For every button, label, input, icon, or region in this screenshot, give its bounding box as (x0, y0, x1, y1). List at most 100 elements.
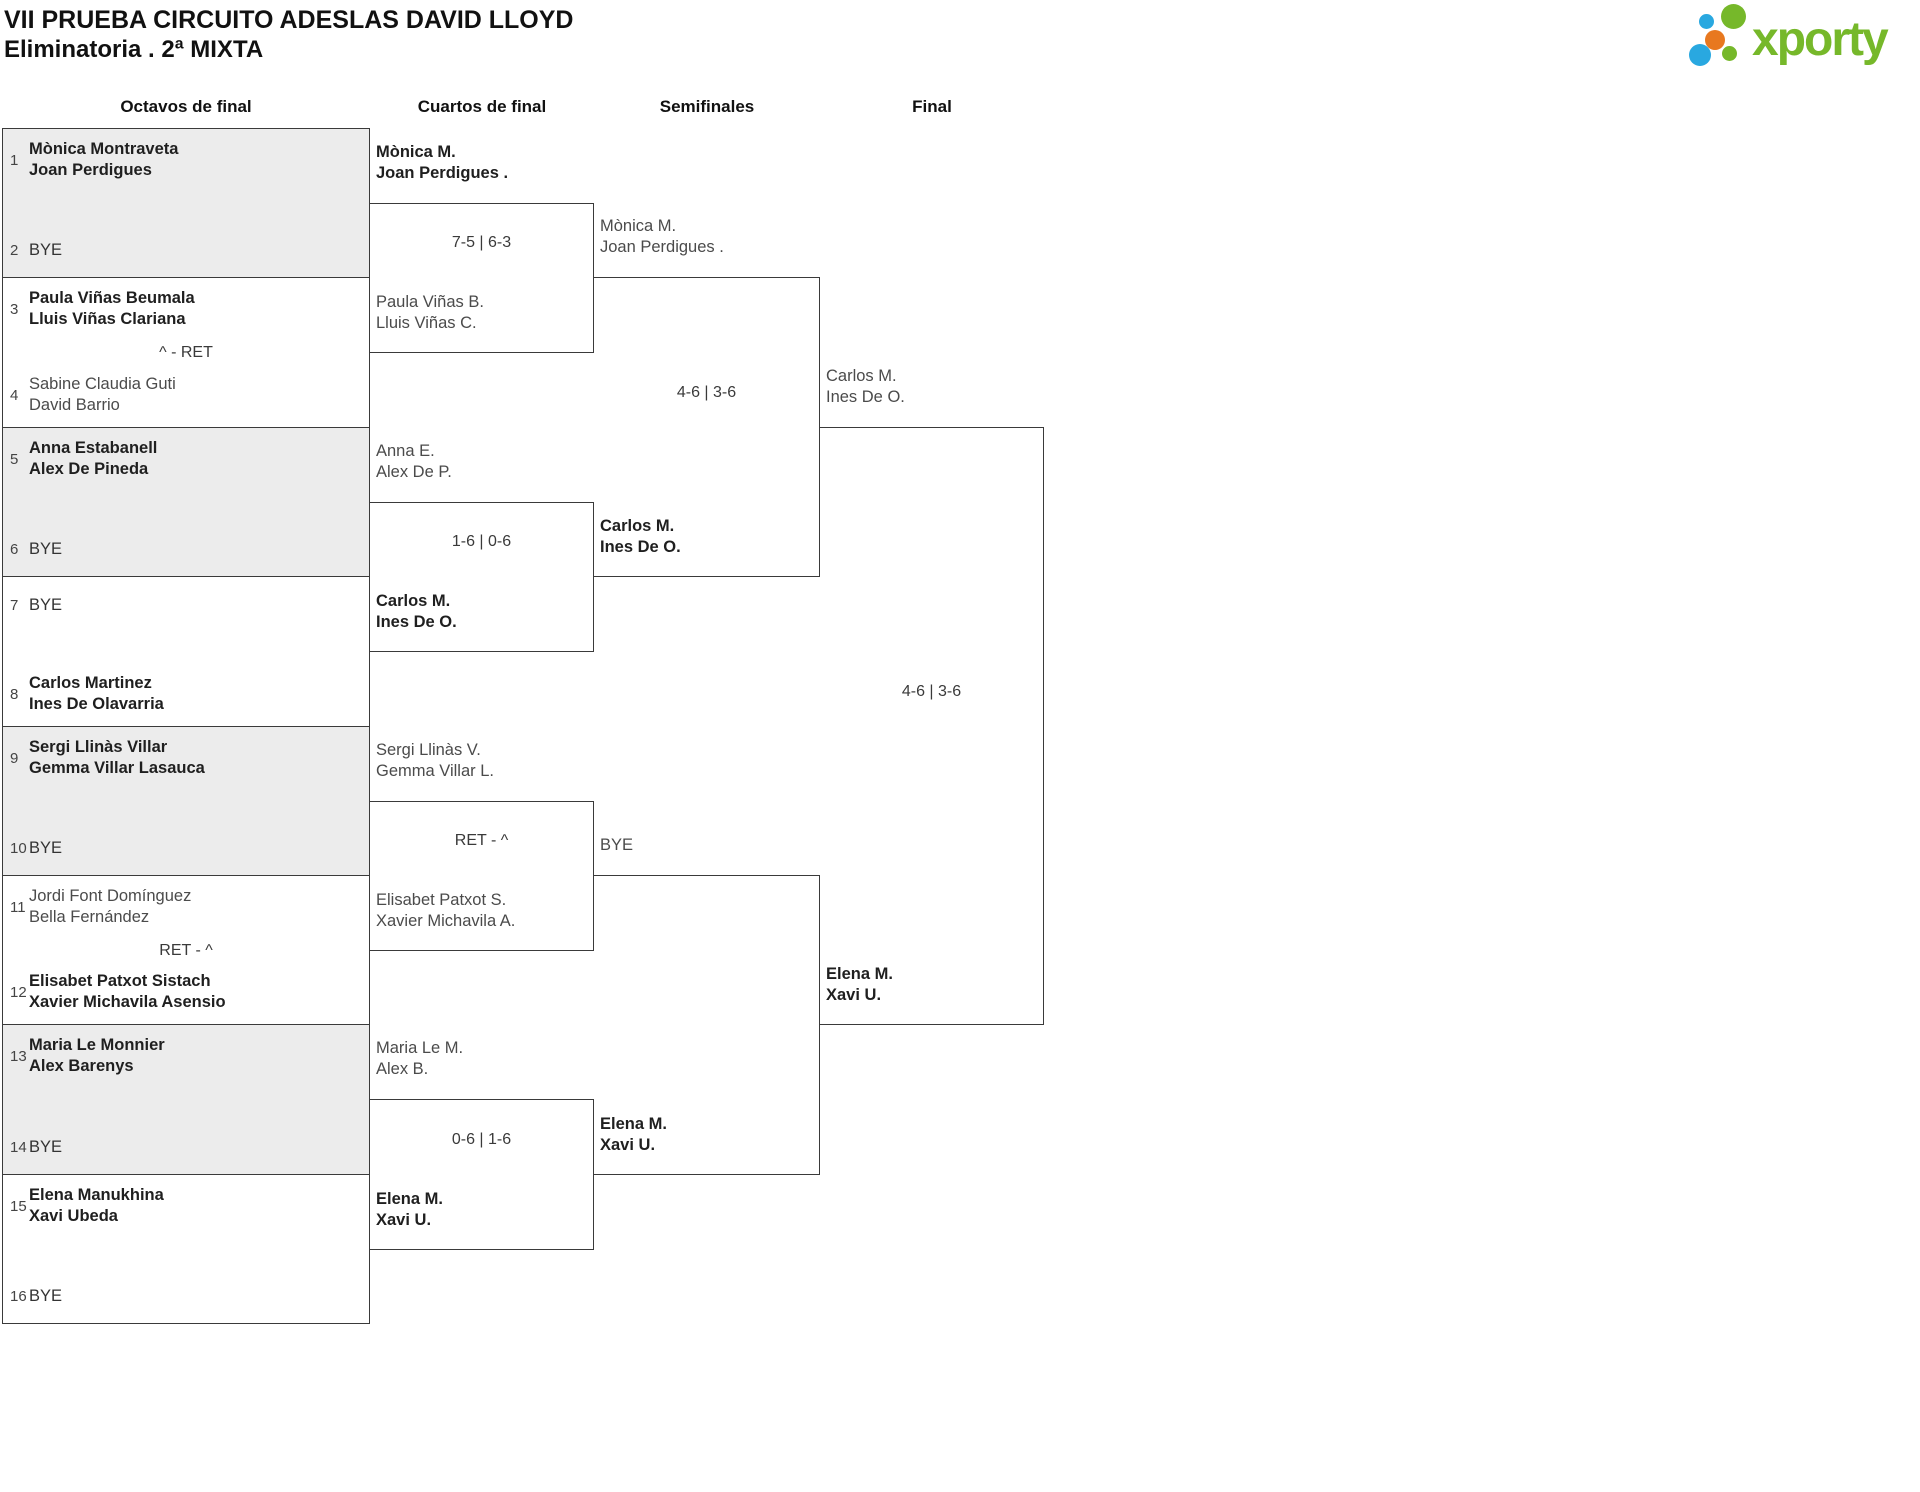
logo-dot-blue-big-icon (1689, 44, 1711, 66)
team-name-line: Carlos M. (376, 592, 451, 610)
match-score: 1-6 | 0-6 (451, 533, 512, 551)
team-name-line: Maria Le Monnier (29, 1036, 165, 1054)
team-name-line: Carlos M. (826, 366, 897, 385)
team-name-line: Alex De P. (376, 462, 452, 481)
semifinal-match-2: BYE Elena M. Xavi U. (594, 836, 820, 1175)
match-score: 4-6 | 3-6 (901, 682, 962, 700)
page-title: VII PRUEBA CIRCUITO ADESLAS DAVID LLOYD … (4, 5, 573, 64)
seed-number: 8 (10, 685, 19, 703)
advancing-team-bottom: Carlos M.Ines De O. (376, 591, 457, 633)
advancing-team-bottom: Elena M. Xavi U. (600, 1114, 667, 1156)
team-name-line: Elena M. (376, 1189, 443, 1208)
team-name-line: BYE (29, 839, 63, 857)
team-name-line: BYE (29, 596, 63, 614)
advancing-team-bottom: Paula Viñas B. Lluis Viñas C. (376, 292, 484, 334)
bracket-subtitle: Eliminatoria . 2ª MIXTA (4, 36, 264, 63)
team-name-line: Alex De Pineda (29, 460, 149, 478)
match-score: ^ - RET (159, 344, 213, 361)
team-name-line: Maria Le M. (376, 1039, 464, 1057)
team-name-line: Carlos M. (600, 517, 675, 536)
team-name-line: Jordi Font Domínguez (29, 887, 192, 905)
advancing-team-bottom: Elena M.Xavi U. (826, 964, 893, 1006)
team-name-line: Paula Viñas B. (376, 293, 484, 311)
round-header-3: Semifinales (659, 97, 755, 116)
team-name-line: Elisabet Patxot S. (376, 890, 507, 909)
seed-number: 12 (10, 983, 27, 1001)
seed-number: 13 (10, 1047, 27, 1065)
team-name-line: Elena M. (600, 1114, 667, 1133)
match-score: 0-6 | 1-6 (451, 1130, 512, 1148)
advancing-team-bottom: Elisabet Patxot S. Xavier Michavila A. (376, 890, 515, 932)
round-header-2: Cuartos de final (417, 97, 547, 116)
team-name-line: Xavier Michavila A. (376, 911, 516, 930)
team-name-line: Gemma Villar L. (376, 761, 494, 780)
logo-dot-green-small-icon (1722, 46, 1737, 61)
team-name-line: Anna Estabanell (29, 439, 158, 457)
team-name-line: Joan Perdigues . (376, 163, 509, 182)
advancing-team-top: Mònica M.Joan Perdigues . (376, 142, 508, 184)
team-name-line: Xavi U. (600, 1135, 656, 1154)
advancing-team-top: Anna E. Alex De P. (376, 441, 452, 483)
team-name-line: BYE (600, 836, 634, 854)
team-name-line: Mònica Montraveta (29, 140, 179, 158)
team-name-line: Ines De O. (826, 387, 905, 406)
seed-number: 15 (10, 1197, 27, 1215)
team-name-line: BYE (29, 241, 63, 259)
team-name-line: Ines De O. (600, 538, 681, 557)
team-name-line: Xavi U. (826, 986, 882, 1005)
team-name-line: Mònica M. (600, 217, 677, 236)
logo-dot-blue-small-icon (1699, 14, 1714, 29)
team-name-line: Carlos Martinez (29, 674, 152, 692)
team-name-line: Xavier Michavila Asensio (29, 993, 226, 1011)
team-name-line: Sergi Llinàs Villar (29, 738, 168, 756)
advancing-team-top: Carlos M. Ines De O. (826, 366, 905, 408)
team-name-line: Bella Fernández (29, 908, 150, 926)
seed-number: 5 (10, 450, 19, 468)
round-header-4: Final (912, 97, 952, 116)
team-name-line: Anna E. (376, 441, 435, 460)
match-score: 4-6 | 3-6 (676, 383, 737, 401)
xporty-logo: xporty (1686, 4, 1916, 76)
team-name-line: Lluis Viñas C. (376, 314, 477, 332)
team-name-line: Paula Viñas Beumala (29, 289, 195, 307)
match-score: RET - ^ (454, 832, 509, 849)
team-name-line: Lluis Viñas Clariana (29, 310, 186, 328)
seed-number: 1 (10, 151, 19, 169)
seed-number: 2 (10, 242, 19, 259)
team-name-line: Xavi U. (376, 1210, 432, 1229)
team-name-line: Sabine Claudia Guti (29, 375, 176, 393)
advancing-team-bottom: Elena M. Xavi U. (376, 1189, 443, 1231)
final-match-1: Carlos M. Ines De O. Elena M.Xavi U. 4-6 | … (820, 367, 1044, 1026)
team-name-line: David Barrio (29, 396, 120, 414)
cuartos-match-2: Anna E. Alex De P. Carlos M.Ines De O. 1-6 … (370, 442, 594, 652)
team-name-line: BYE (29, 1287, 63, 1305)
logo-dots (1686, 4, 1750, 70)
team-name-line: Xavi Ubeda (29, 1207, 118, 1225)
tournament-name: VII PRUEBA CIRCUITO ADESLAS DAVID LLOYD (4, 6, 574, 34)
seed-number: 10 (10, 840, 27, 857)
seed-number: 9 (10, 749, 19, 767)
seed-number: 16 (10, 1288, 27, 1305)
team-name-line: Alex Barenys (29, 1057, 134, 1075)
team-name-line: Alex B. (376, 1060, 429, 1078)
team-slot-2: 2 BYE (10, 240, 361, 261)
